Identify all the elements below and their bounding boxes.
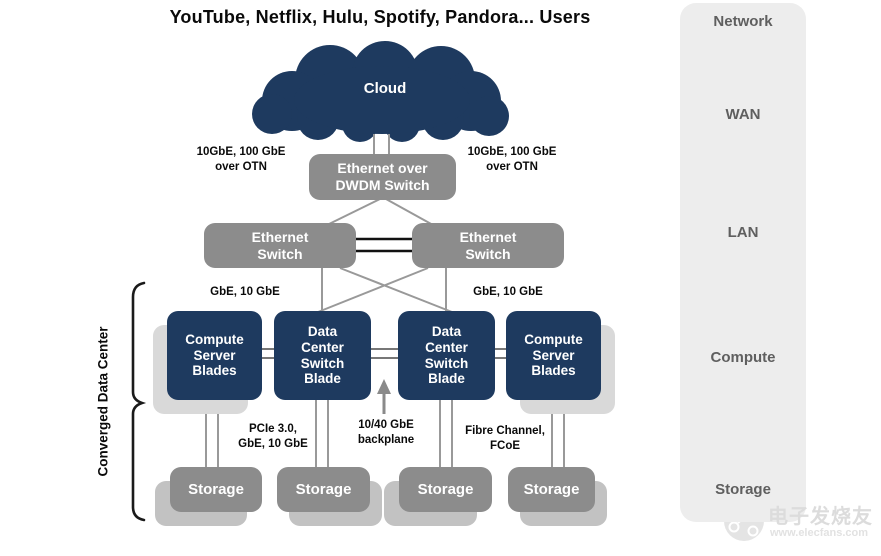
node-storage-1: Storage xyxy=(170,467,262,512)
watermark-brand: 电子发烧友 xyxy=(768,506,873,528)
label-converged-data-center: Converged Data Center xyxy=(95,326,111,477)
node-ethernet-over-dwdm-switch: Ethernet over DWDM Switch xyxy=(309,154,456,200)
dwdm-to-ethernet-links xyxy=(326,198,434,226)
node-dc-switch-blade-right: Data Center Switch Blade xyxy=(398,311,495,400)
cloud-node-label: Cloud xyxy=(363,80,407,97)
node-storage-2: Storage xyxy=(277,467,370,512)
watermark-url: www.elecfans.com xyxy=(770,527,869,539)
node-storage-4: Storage xyxy=(508,467,595,512)
label-fibre-channel: Fibre Channel, FCoE xyxy=(465,425,545,452)
label-otn-right: 10GbE, 100 GbE over OTN xyxy=(467,146,557,173)
ethernet-to-blade-links xyxy=(317,267,453,313)
node-ethernet-switch-left: Ethernet Switch xyxy=(204,223,356,268)
cloud-to-dwdm-links xyxy=(373,134,390,156)
converged-brace xyxy=(131,281,147,522)
label-gbe-left: GbE, 10 GbE xyxy=(210,286,280,298)
ethernet-peer-links xyxy=(356,237,412,253)
backplane-arrow xyxy=(377,379,391,414)
node-ethernet-switch-right: Ethernet Switch xyxy=(412,223,564,268)
node-compute-server-blades-left: Compute Server Blades xyxy=(167,311,262,400)
layer-label-network: Network xyxy=(713,13,773,30)
layer-legend-panel xyxy=(680,3,806,522)
node-storage-3: Storage xyxy=(399,467,492,512)
layer-label-lan: LAN xyxy=(727,224,759,241)
blade-interconnect-links xyxy=(262,348,507,359)
layer-label-wan: WAN xyxy=(725,106,761,123)
label-backplane: 10/40 GbE backplane xyxy=(357,419,415,446)
layer-label-compute: Compute xyxy=(710,349,776,366)
label-otn-left: 10GbE, 100 GbE over OTN xyxy=(196,146,286,173)
node-compute-server-blades-right: Compute Server Blades xyxy=(506,311,601,400)
layer-label-storage: Storage xyxy=(715,481,771,498)
cloud-shape xyxy=(252,41,509,142)
page-title: YouTube, Netflix, Hulu, Spotify, Pandora… xyxy=(169,7,591,27)
label-gbe-right: GbE, 10 GbE xyxy=(473,286,543,298)
node-dc-switch-blade-left: Data Center Switch Blade xyxy=(274,311,371,400)
label-pcie: PCIe 3.0, GbE, 10 GbE xyxy=(238,423,308,450)
